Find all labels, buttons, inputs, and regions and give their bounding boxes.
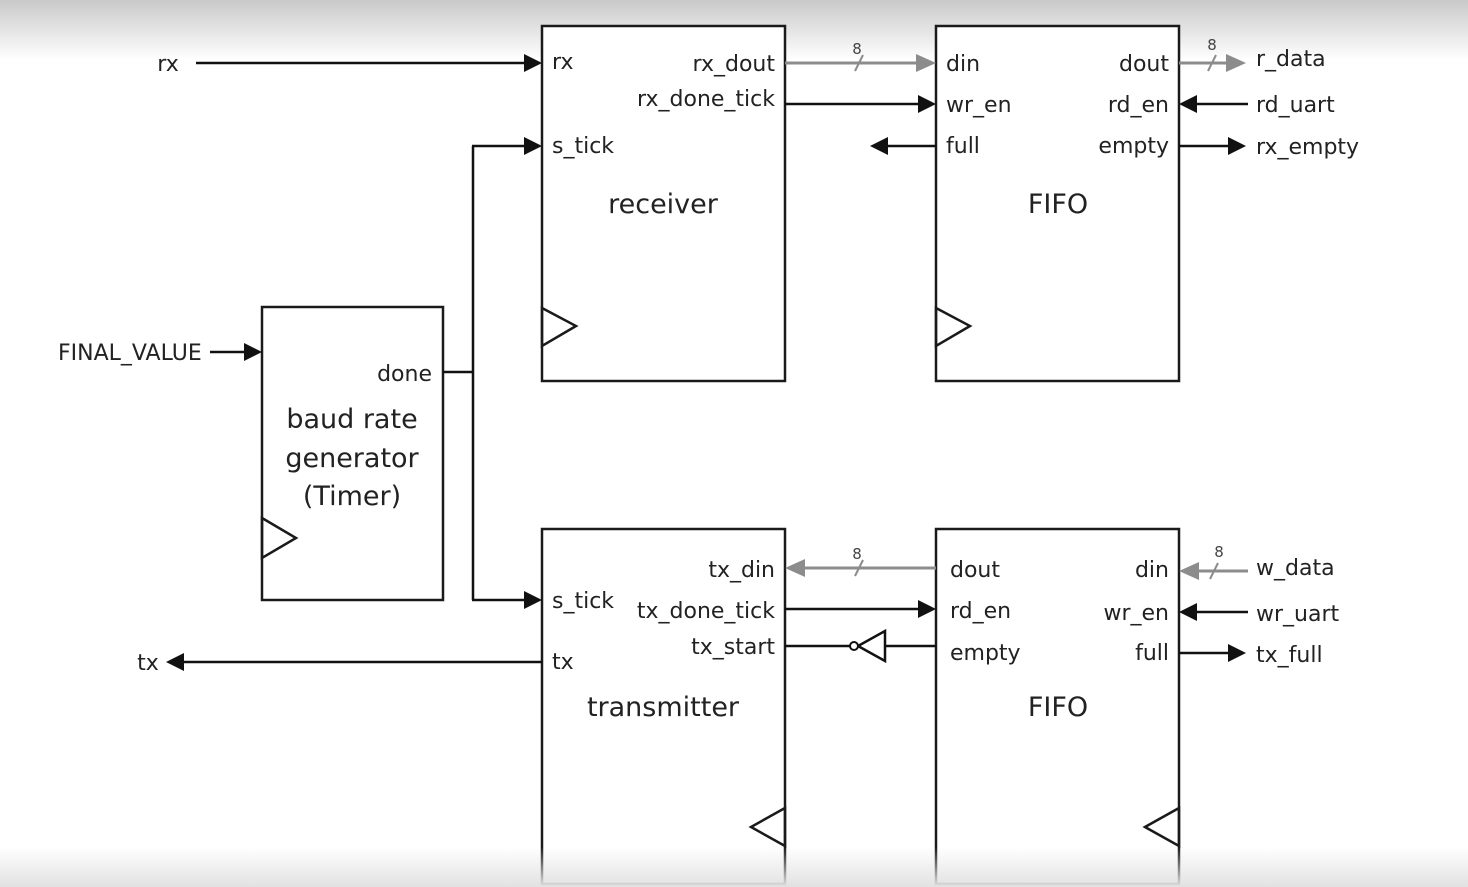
bus-width-r-data: 8: [1207, 36, 1217, 54]
tx-fifo-pin-wr-en: wr_en: [1103, 601, 1169, 626]
signal-final-value: FINAL_VALUE: [58, 341, 202, 366]
baud-clock-icon: [260, 515, 299, 561]
rx-fifo-pin-dout: dout: [1119, 52, 1169, 77]
receiver-pin-s-tick: s_tick: [552, 134, 614, 159]
tx-fifo-pin-dout: dout: [950, 558, 1000, 583]
arrow-left-icon: [1179, 603, 1197, 621]
tx-fifo-pin-din: din: [1135, 558, 1169, 583]
signal-tx: tx: [137, 651, 159, 676]
bus-width-rx-dout: 8: [852, 40, 862, 58]
tx-fifo-pin-full: full: [1135, 641, 1169, 666]
signal-rd-uart: rd_uart: [1256, 93, 1335, 118]
tx-fifo-title: FIFO: [1028, 692, 1088, 723]
arrow-right-icon: [1226, 54, 1246, 72]
signal-rx: rx: [157, 52, 178, 77]
arrow-left-icon: [1179, 95, 1197, 113]
bus-r-data: [1179, 54, 1246, 72]
tx-fifo-block[interactable]: FIFO dout rd_en empty din wr_en full: [934, 527, 1181, 886]
bus-w-data: [1179, 562, 1248, 580]
signal-tx-full: tx_full: [1256, 643, 1323, 668]
rx-fifo-block[interactable]: FIFO din wr_en full dout rd_en empty: [934, 24, 1181, 383]
wire-tx-output: [166, 653, 542, 671]
transmitter-pin-tx: tx: [552, 650, 574, 675]
wire-rx-fifo-full: [870, 137, 936, 155]
transmitter-pin-tx-start: tx_start: [691, 635, 775, 660]
receiver-pin-rx-dout: rx_dout: [693, 52, 776, 77]
tx-fifo-clock-icon: [1142, 805, 1181, 849]
wire-rx-input: [196, 54, 542, 72]
rx-fifo-title: FIFO: [1028, 189, 1088, 220]
wire-rd-uart: [1179, 95, 1248, 113]
arrow-right-icon: [524, 591, 542, 609]
arrow-left-icon: [166, 653, 184, 671]
wire-wr-uart: [1179, 603, 1248, 621]
transmitter-block[interactable]: transmitter s_tick tx tx_din tx_done_tic…: [540, 527, 787, 886]
signal-rx-empty: rx_empty: [1256, 135, 1359, 160]
arrow-left-icon: [870, 137, 888, 155]
rx-fifo-pin-wr-en: wr_en: [946, 93, 1012, 118]
rx-fifo-pin-rd-en: rd_en: [1108, 93, 1169, 118]
baud-title-line1: baud rate: [286, 404, 417, 435]
receiver-pin-rx: rx: [552, 50, 573, 75]
wire-final-value: [210, 343, 262, 361]
arrow-right-icon: [524, 54, 542, 72]
bus-rx-dout: [785, 54, 936, 72]
signal-r-data: r_data: [1256, 47, 1326, 72]
arrow-right-icon: [524, 137, 542, 155]
baud-title-line2: generator: [285, 443, 419, 474]
rx-fifo-pin-full: full: [946, 134, 980, 159]
bus-width-w-data: 8: [1214, 543, 1224, 561]
arrow-right-icon: [244, 343, 262, 361]
arrow-right-icon: [918, 95, 936, 113]
receiver-title: receiver: [608, 189, 719, 220]
arrow-right-icon: [1228, 644, 1246, 662]
tx-fifo-pin-rd-en: rd_en: [950, 599, 1011, 624]
rx-fifo-pin-din: din: [946, 52, 980, 77]
arrow-left-icon: [785, 559, 805, 577]
signal-w-data: w_data: [1256, 556, 1335, 581]
signal-wr-uart: wr_uart: [1256, 602, 1340, 627]
wire-tx-full: [1179, 644, 1246, 662]
wire-rx-empty: [1179, 137, 1246, 155]
receiver-pin-rx-done-tick: rx_done_tick: [637, 87, 775, 112]
arrow-right-icon: [918, 600, 936, 618]
rx-fifo-clock-icon: [934, 305, 973, 349]
arrow-right-icon: [1228, 137, 1246, 155]
baud-pin-done: done: [377, 362, 432, 387]
transmitter-pin-tx-din: tx_din: [708, 558, 775, 583]
inverter-icon: [855, 628, 887, 664]
transmitter-pin-tx-done-tick: tx_done_tick: [637, 599, 775, 624]
transmitter-clock-icon: [748, 805, 787, 849]
wire-done-tick: [443, 137, 542, 609]
transmitter-title: transmitter: [587, 692, 740, 723]
bus-tx-din: [785, 559, 936, 577]
baud-title-line3: (Timer): [303, 481, 401, 512]
tx-fifo-pin-empty: empty: [950, 641, 1021, 666]
wire-tx-done-tick: [785, 600, 936, 618]
receiver-clock-icon: [540, 305, 579, 349]
arrow-left-icon: [1179, 562, 1199, 580]
transmitter-pin-s-tick: s_tick: [552, 589, 614, 614]
arrow-right-icon: [916, 54, 936, 72]
wire-tx-start-inverted: [785, 628, 936, 664]
bus-width-tx-din: 8: [852, 545, 862, 563]
wire-rx-done-tick: [785, 95, 936, 113]
baud-rate-generator-block[interactable]: done baud rate generator (Timer): [260, 305, 445, 602]
rx-fifo-pin-empty: empty: [1098, 134, 1169, 159]
receiver-block[interactable]: receiver rx s_tick rx_dout rx_done_tick: [540, 24, 787, 383]
